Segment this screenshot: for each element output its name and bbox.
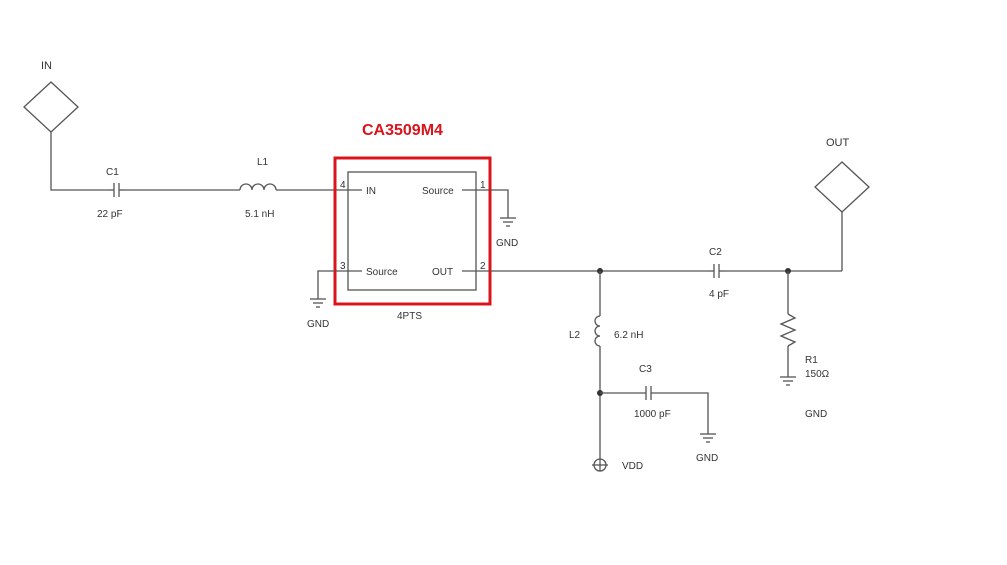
in-port: IN — [23, 60, 79, 133]
ic-pin4-name: IN — [366, 186, 376, 197]
c2-ref: C2 — [709, 247, 722, 258]
capacitor-c3: C3 1000 pF — [634, 364, 671, 420]
l2-value: 6.2 nH — [614, 330, 643, 341]
c3-value: 1000 pF — [634, 409, 671, 420]
ground-pin3-icon — [310, 298, 326, 308]
r1-value: 150Ω — [805, 369, 830, 380]
l1-value: 5.1 nH — [245, 209, 274, 220]
out-port: OUT — [814, 137, 870, 213]
l1-ref: L1 — [257, 157, 269, 168]
ground-r1-icon — [780, 376, 796, 386]
gnd-label-c3: GND — [696, 453, 718, 464]
vdd-label: VDD — [622, 461, 643, 472]
c1-value: 22 pF — [97, 209, 123, 220]
ic-highlight-box — [333, 156, 492, 306]
gnd-label-pin1: GND — [496, 238, 518, 249]
out-port-label: OUT — [826, 137, 850, 149]
resistor-r1: R1 150Ω — [779, 313, 830, 380]
inductor-l2: L2 6.2 nH — [569, 315, 643, 347]
ic-pin3-number: 3 — [340, 261, 346, 272]
wire-c3-to-gnd — [651, 392, 709, 434]
ic-ca3509m4: 4 IN 1 Source 3 Source 2 OUT 4PTS — [335, 171, 490, 322]
ic-package-label: 4PTS — [397, 311, 422, 322]
out-port-diamond-icon — [814, 161, 870, 213]
wire-pin1-to-gnd — [490, 189, 509, 218]
r1-ref: R1 — [805, 355, 818, 366]
in-port-label: IN — [41, 60, 52, 72]
wire-pin3-to-gnd — [317, 270, 335, 299]
c3-ref: C3 — [639, 364, 652, 375]
c1-ref: C1 — [106, 167, 119, 178]
ground-c3-icon — [700, 433, 716, 443]
capacitor-c1: C1 22 pF — [97, 167, 125, 220]
ic-pin2-number: 2 — [480, 261, 486, 272]
part-title: CA3509M4 — [362, 122, 443, 139]
ic-pin4-number: 4 — [340, 180, 346, 191]
ic-body — [347, 171, 477, 291]
ic-pin1-name: Source — [422, 186, 454, 197]
c2-value: 4 pF — [709, 289, 729, 300]
l2-ref: L2 — [569, 330, 581, 341]
ic-pin2-name: OUT — [432, 267, 453, 278]
in-port-diamond-icon — [23, 81, 79, 133]
gnd-label-pin3: GND — [307, 319, 329, 330]
ic-pin3-name: Source — [366, 267, 398, 278]
vdd-symbol-icon — [592, 458, 608, 472]
wire-in-to-c1 — [50, 132, 108, 191]
gnd-label-r1: GND — [805, 409, 827, 420]
capacitor-c2: C2 4 pF — [709, 247, 729, 300]
ic-pin1-number: 1 — [480, 180, 486, 191]
ground-pin1-icon — [500, 217, 516, 227]
inductor-l1: L1 5.1 nH — [239, 157, 277, 220]
